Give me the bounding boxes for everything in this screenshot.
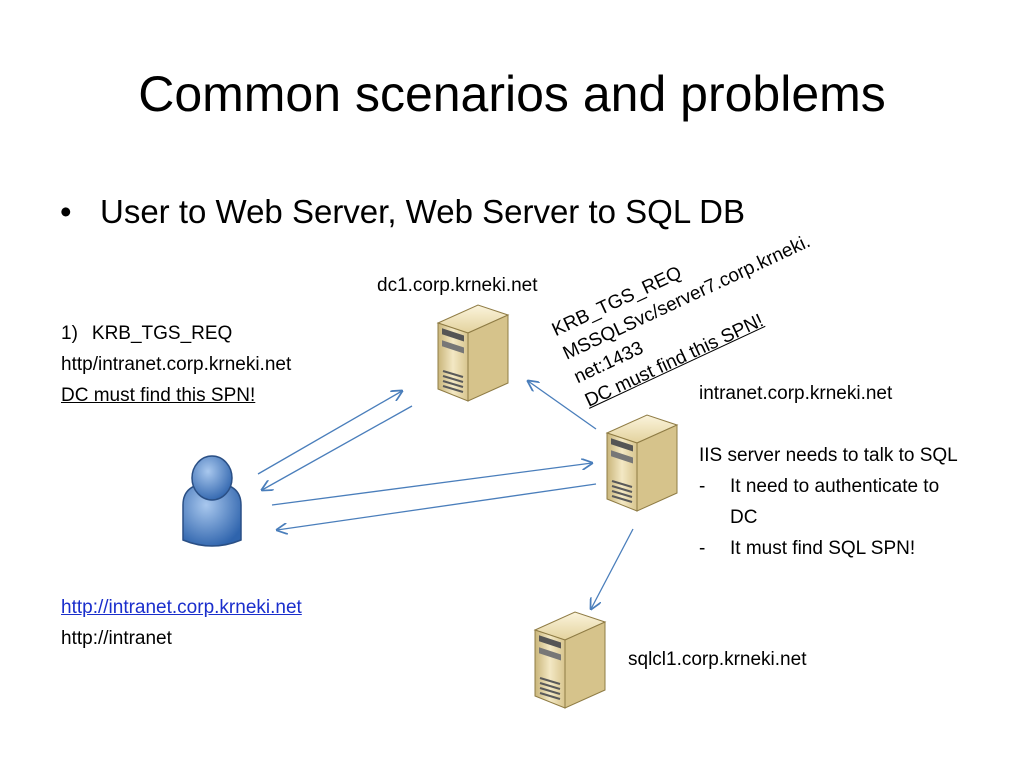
left-request-line: 1) KRB_TGS_REQ [61, 322, 232, 346]
user-icon [182, 455, 242, 547]
iis-note-2: It must find SQL SPN! [730, 538, 916, 559]
left-spn: http/intranet.corp.krneki.net [61, 354, 292, 375]
arrow-web-to-user [277, 483, 597, 530]
bullet-dot: • [60, 193, 72, 230]
arrow-web-to-sql [591, 528, 634, 609]
left-request: KRB_TGS_REQ [91, 323, 233, 344]
iis-note-1-line2: DC [730, 507, 758, 528]
slide-title: Common scenarios and problems [138, 66, 886, 122]
sql-label: sqlcl1.corp.krneki.net [628, 649, 807, 670]
dc-label: dc1.corp.krneki.net [377, 275, 538, 296]
sql-server-icon [534, 611, 606, 709]
bullet-item: • User to Web Server, Web Server to SQL D… [60, 190, 745, 234]
left-spn-note: DC must find this SPN! [61, 385, 256, 406]
arrow-user-to-dc [257, 391, 402, 475]
list-item: - It must find SQL SPN! [699, 533, 958, 564]
web-server-icon [606, 414, 678, 512]
arrow-user-to-web [271, 463, 592, 506]
web-label: intranet.corp.krneki.net [699, 383, 893, 404]
step-number: 1) [61, 323, 78, 344]
list-item: - It need to authenticate to DC [699, 476, 940, 528]
iis-note-1-line1: It need to authenticate to [730, 476, 940, 497]
dc-server-icon [437, 304, 509, 402]
bullet-text: User to Web Server, Web Server to SQL DB [100, 193, 745, 230]
iis-notes: IIS server needs to talk to SQL - It nee… [699, 440, 958, 564]
short-url: http://intranet [61, 628, 172, 649]
arrow-dc-to-user [262, 405, 413, 490]
fqdn-url-link[interactable]: http://intranet.corp.krneki.net [61, 597, 302, 618]
iis-notes-heading: IIS server needs to talk to SQL [699, 445, 958, 466]
arrow-web-to-dc [528, 381, 597, 430]
